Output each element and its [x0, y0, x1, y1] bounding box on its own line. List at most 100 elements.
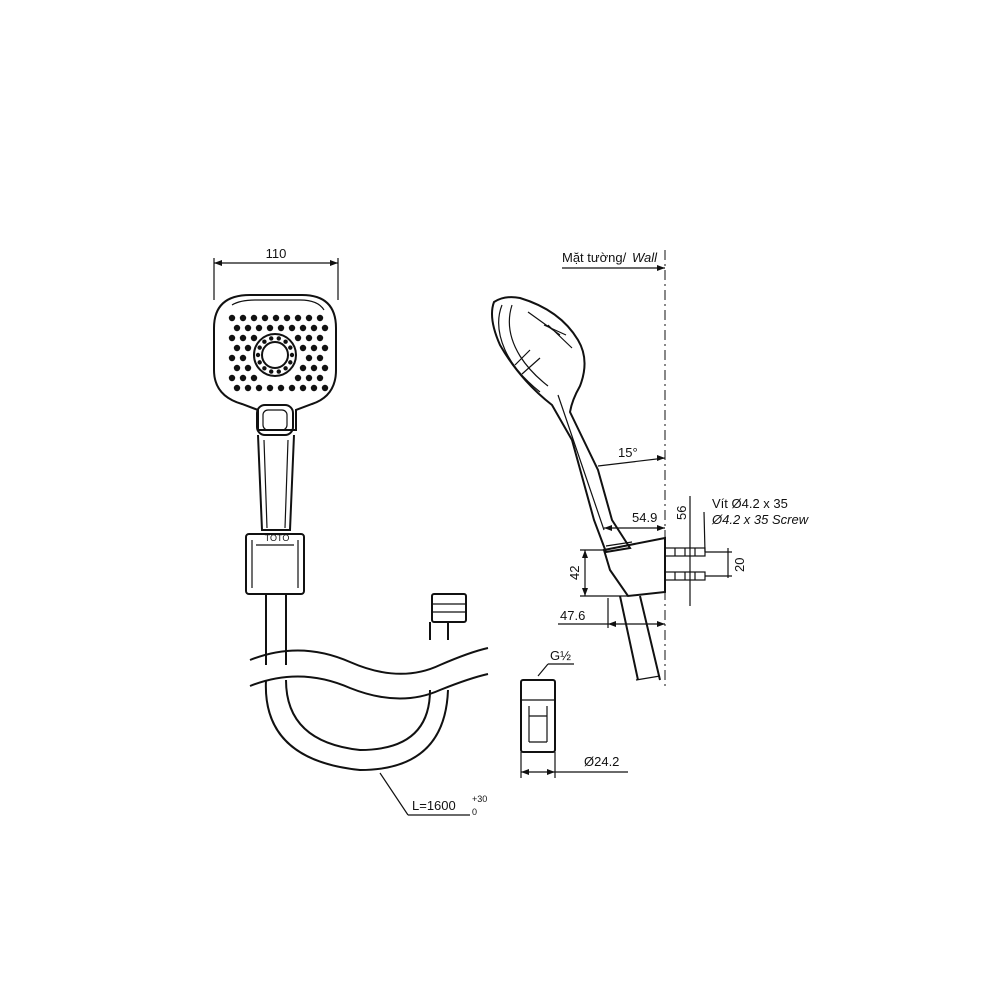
spray-nozzle: [250, 374, 258, 382]
dim-54-9-label: 54.9: [632, 510, 657, 525]
spray-nozzle: [316, 374, 324, 382]
mode-button-icon: [256, 404, 294, 436]
spray-nozzle: [228, 334, 236, 342]
spray-nozzle: [250, 334, 258, 342]
ring-nozzle: [283, 366, 288, 371]
wall-holder-front: [245, 533, 305, 595]
ring-nozzle: [283, 339, 288, 344]
center-ring-nozzles: [255, 336, 295, 374]
spray-nozzle: [316, 334, 324, 342]
spray-nozzle: [239, 354, 247, 362]
center-ring-outer: [253, 333, 297, 377]
side-view: Mặt tường/ Wall 15°: [491, 250, 810, 690]
dim-47-6-label: 47.6: [560, 608, 585, 623]
angle-dimension: 15°: [597, 445, 666, 467]
spray-nozzle: [316, 354, 324, 362]
wall-label-en: Wall: [632, 250, 658, 265]
spray-nozzle: [228, 374, 236, 382]
screw-label-vi: Vít Ø4.2 x 35: [712, 496, 788, 511]
spray-nozzle: [244, 384, 252, 392]
wall-label: Mặt tường/ Wall: [562, 250, 665, 271]
spray-nozzle: [310, 344, 318, 352]
side-head-outline: [491, 296, 632, 554]
dim-56-label: 56: [674, 506, 689, 520]
ring-nozzle: [288, 345, 293, 350]
wall-screws: [664, 547, 706, 581]
spray-nozzle: [294, 374, 302, 382]
spray-nozzle: [244, 324, 252, 332]
spray-nozzle: [250, 314, 258, 322]
spray-nozzle: [316, 314, 324, 322]
spray-nozzle: [288, 384, 296, 392]
screw-label-en: Ø4.2 x 35 Screw: [711, 512, 810, 527]
hose-nut-detail: G½ Ø24.2: [520, 648, 628, 778]
center-ring-inner: [261, 341, 289, 369]
spray-nozzle: [239, 374, 247, 382]
nut-diameter-label: Ø24.2: [584, 754, 619, 769]
ring-nozzle: [276, 336, 281, 341]
angle-label: 15°: [618, 445, 638, 460]
width-label: 110: [266, 246, 287, 261]
spray-nozzle: [288, 324, 296, 332]
head-top-bezel: [231, 299, 325, 311]
spray-nozzle: [294, 314, 302, 322]
spray-nozzle: [283, 314, 291, 322]
spray-nozzle: [244, 344, 252, 352]
spray-nozzle: [228, 314, 236, 322]
spray-nozzle: [299, 364, 307, 372]
spray-nozzle: [266, 324, 274, 332]
dim-54-9: 54.9: [604, 510, 665, 531]
ring-nozzle: [257, 345, 262, 350]
screw-spec: Vít Ø4.2 x 35 Ø4.2 x 35 Screw: [703, 496, 810, 553]
spray-nozzle: [272, 314, 280, 322]
side-bracket: [602, 536, 666, 598]
spray-nozzle: [310, 324, 318, 332]
spray-nozzle: [233, 364, 241, 372]
ring-nozzle: [257, 360, 262, 365]
spray-nozzle: [233, 324, 241, 332]
spray-nozzle: [294, 334, 302, 342]
hose-tol-lower: 0: [472, 807, 477, 817]
spray-nozzle: [261, 314, 269, 322]
ring-nozzle: [289, 352, 295, 358]
spray-nozzle: [244, 364, 252, 372]
wall-label-vi: Mặt tường/: [562, 250, 627, 265]
spray-nozzle: [310, 364, 318, 372]
spray-nozzle: [228, 354, 236, 362]
hose: [249, 593, 489, 772]
spray-nozzle: [305, 314, 313, 322]
spray-nozzle: [255, 384, 263, 392]
dim-42-label: 42: [567, 566, 582, 580]
width-dimension: 110: [213, 246, 339, 300]
ring-nozzle: [262, 366, 267, 371]
ring-nozzle: [262, 339, 267, 344]
dim-20: 20: [705, 548, 747, 578]
spray-nozzle: [239, 314, 247, 322]
spray-nozzle: [321, 344, 329, 352]
spray-nozzle: [321, 364, 329, 372]
ring-nozzle: [255, 352, 261, 358]
spray-nozzle: [305, 334, 313, 342]
front-view: 110 TOTO: [213, 246, 489, 817]
ring-nozzle: [276, 369, 281, 374]
spray-nozzle: [321, 384, 329, 392]
hose-length-label: L=1600: [412, 798, 456, 813]
brand-logo: TOTO: [265, 533, 290, 543]
spray-nozzle: [310, 384, 318, 392]
spray-nozzle: [277, 324, 285, 332]
spray-nozzle: [266, 384, 274, 392]
hose-tol-upper: +30: [472, 794, 487, 804]
spray-nozzle: [233, 384, 241, 392]
ring-nozzle: [269, 369, 274, 374]
thread-label: G½: [550, 648, 571, 663]
spray-nozzles: [228, 314, 329, 392]
dim-42: 42: [567, 549, 628, 597]
spray-nozzle: [305, 354, 313, 362]
dim-47-6: 47.6: [558, 598, 665, 628]
dim-56: 56: [674, 496, 691, 606]
spray-nozzle: [255, 324, 263, 332]
spray-nozzle: [321, 324, 329, 332]
ring-nozzle: [269, 336, 274, 341]
spray-nozzle: [299, 384, 307, 392]
